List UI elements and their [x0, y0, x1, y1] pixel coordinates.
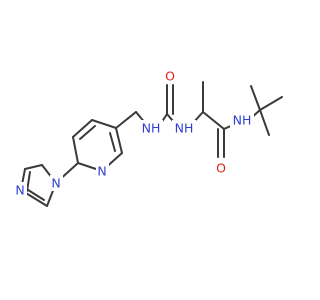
- atom-urea-nh-right: NH: [172, 120, 196, 136]
- bond: [259, 96, 283, 111]
- bond: [91, 119, 117, 129]
- atom-label-n: N: [97, 164, 106, 179]
- atom-label-o: O: [216, 161, 226, 176]
- bond: [115, 111, 137, 129]
- bond: [72, 119, 93, 138]
- bond: [109, 132, 116, 152]
- atom-label-nh: NH: [175, 121, 194, 136]
- molecule-svg: N N N NH O NH NH O: [14, 68, 283, 207]
- atom-urea-nh-left: NH: [139, 120, 163, 136]
- atom-label-n: N: [15, 183, 24, 198]
- atom-label-nh: NH: [142, 121, 161, 136]
- bond-layer: [20, 81, 283, 207]
- bond: [250, 85, 261, 111]
- bond: [115, 127, 123, 154]
- atom-imidazole-n3: N: [14, 182, 27, 198]
- bond: [79, 125, 96, 140]
- atom-urea-o: O: [164, 68, 176, 84]
- bond: [24, 164, 43, 170]
- molecule-diagram: N N N NH O NH NH O: [14, 68, 283, 207]
- atom-label-n: N: [51, 176, 60, 191]
- atom-pyridine-n: N: [96, 163, 109, 179]
- atom-label-nh: NH: [233, 113, 252, 128]
- atom-label-o: O: [165, 69, 175, 84]
- bond: [24, 187, 45, 201]
- atom-amide-nh: NH: [230, 112, 254, 128]
- atom-imidazole-n1: N: [50, 175, 63, 191]
- bond: [72, 136, 79, 164]
- atom-layer: N N N NH O NH NH O: [14, 68, 254, 198]
- bond: [26, 171, 31, 192]
- atom-amide-o: O: [215, 160, 227, 176]
- bond: [202, 111, 225, 130]
- bond: [259, 109, 270, 136]
